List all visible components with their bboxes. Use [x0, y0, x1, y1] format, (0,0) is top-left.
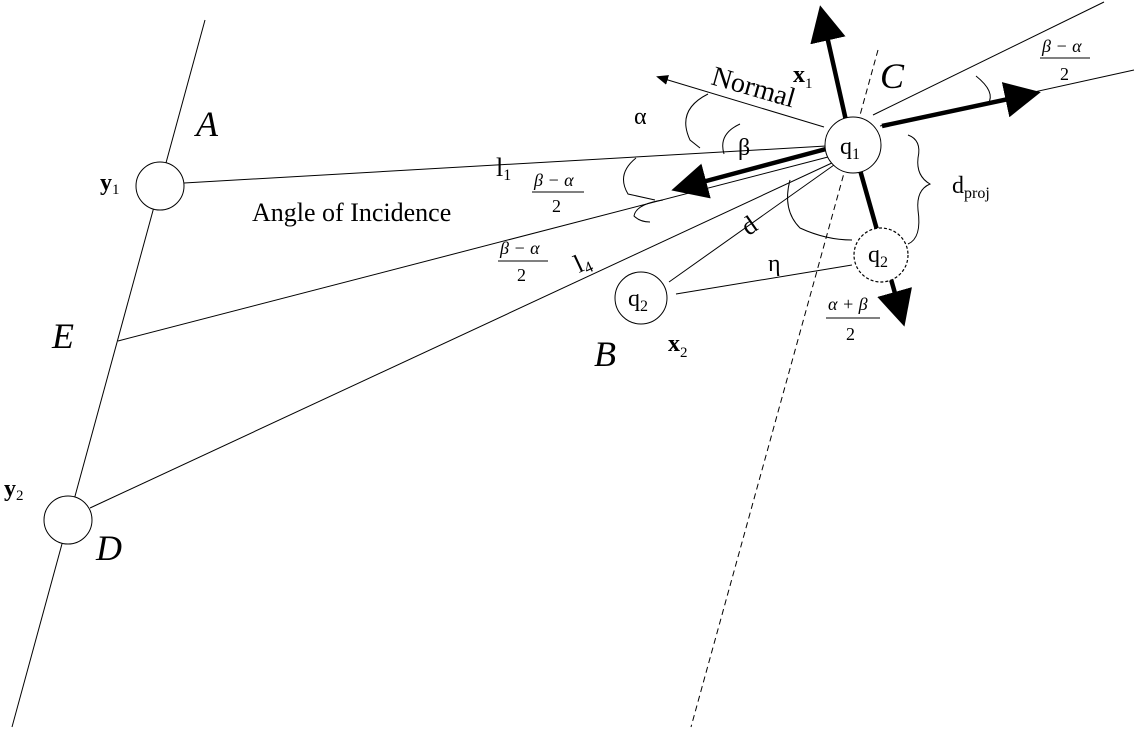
svg-text:2: 2	[846, 324, 855, 344]
fraction-alpha-plus-beta: α + β 2	[826, 294, 880, 344]
angle-of-incidence-label: Angle of Incidence	[252, 198, 451, 227]
eta-label: η	[768, 251, 781, 277]
svg-text:α + β: α + β	[828, 294, 868, 314]
q2-node	[614, 271, 668, 325]
incident-arrow-left	[671, 146, 827, 199]
point-D-label: D	[95, 528, 122, 568]
x1-label: x1	[793, 62, 813, 92]
svg-text:β − α: β − α	[533, 170, 574, 190]
q1-node	[824, 116, 882, 174]
dashed-reference-line	[690, 49, 879, 728]
mirror-line	[11, 19, 206, 728]
line-l4	[89, 161, 835, 509]
reflection-angle-arc	[975, 75, 991, 105]
d-label: d	[735, 210, 762, 241]
point-C-label: C	[880, 56, 905, 96]
l1-label: l1	[496, 153, 511, 184]
line-d	[668, 164, 835, 283]
svg-text:2: 2	[517, 265, 526, 285]
y2-label: y2	[4, 476, 24, 504]
y2-node	[43, 495, 93, 545]
x1-axis-arrow-up	[810, 5, 850, 126]
point-B-label: B	[594, 334, 616, 374]
q2-projected-label: q2	[868, 242, 888, 271]
fraction-beta-minus-alpha-3: β − α 2	[1040, 36, 1090, 84]
y1-label: y1	[100, 170, 120, 198]
beta-arc	[722, 123, 741, 155]
normal-label: Normal	[708, 61, 799, 114]
svg-text:β − α: β − α	[499, 238, 540, 258]
fraction-beta-minus-alpha-2: β − α 2	[498, 238, 548, 285]
line-eta	[675, 264, 853, 295]
d-eta-arc	[787, 179, 853, 241]
l4-label: l4	[569, 246, 596, 281]
incident-angle-arc-1	[623, 157, 656, 201]
fraction-beta-minus-alpha-1: β − α 2	[532, 170, 584, 216]
x2-label: x2	[668, 331, 688, 361]
beta-label: β	[738, 135, 750, 161]
svg-text:β − α: β − α	[1041, 36, 1082, 56]
dproj-brace	[907, 134, 932, 245]
point-A-label: A	[194, 104, 219, 144]
q1-label: q1	[840, 134, 860, 163]
reflected-ray-upper	[872, 1, 1105, 116]
incident-angle-arc-2	[633, 199, 664, 223]
line-l1	[183, 145, 827, 184]
y1-node	[135, 161, 185, 211]
normal-arrow	[656, 75, 825, 128]
point-E-label: E	[51, 316, 74, 356]
reflected-arrow-right	[881, 82, 1041, 129]
alpha-arc	[685, 93, 709, 149]
svg-text:2: 2	[1060, 64, 1069, 84]
line-to-E	[117, 156, 829, 342]
q2-projected-node	[853, 227, 909, 283]
dproj-label: dproj	[952, 173, 990, 202]
svg-text:2: 2	[552, 196, 561, 216]
alpha-label: α	[634, 104, 647, 130]
q2-label: q2	[628, 286, 648, 315]
